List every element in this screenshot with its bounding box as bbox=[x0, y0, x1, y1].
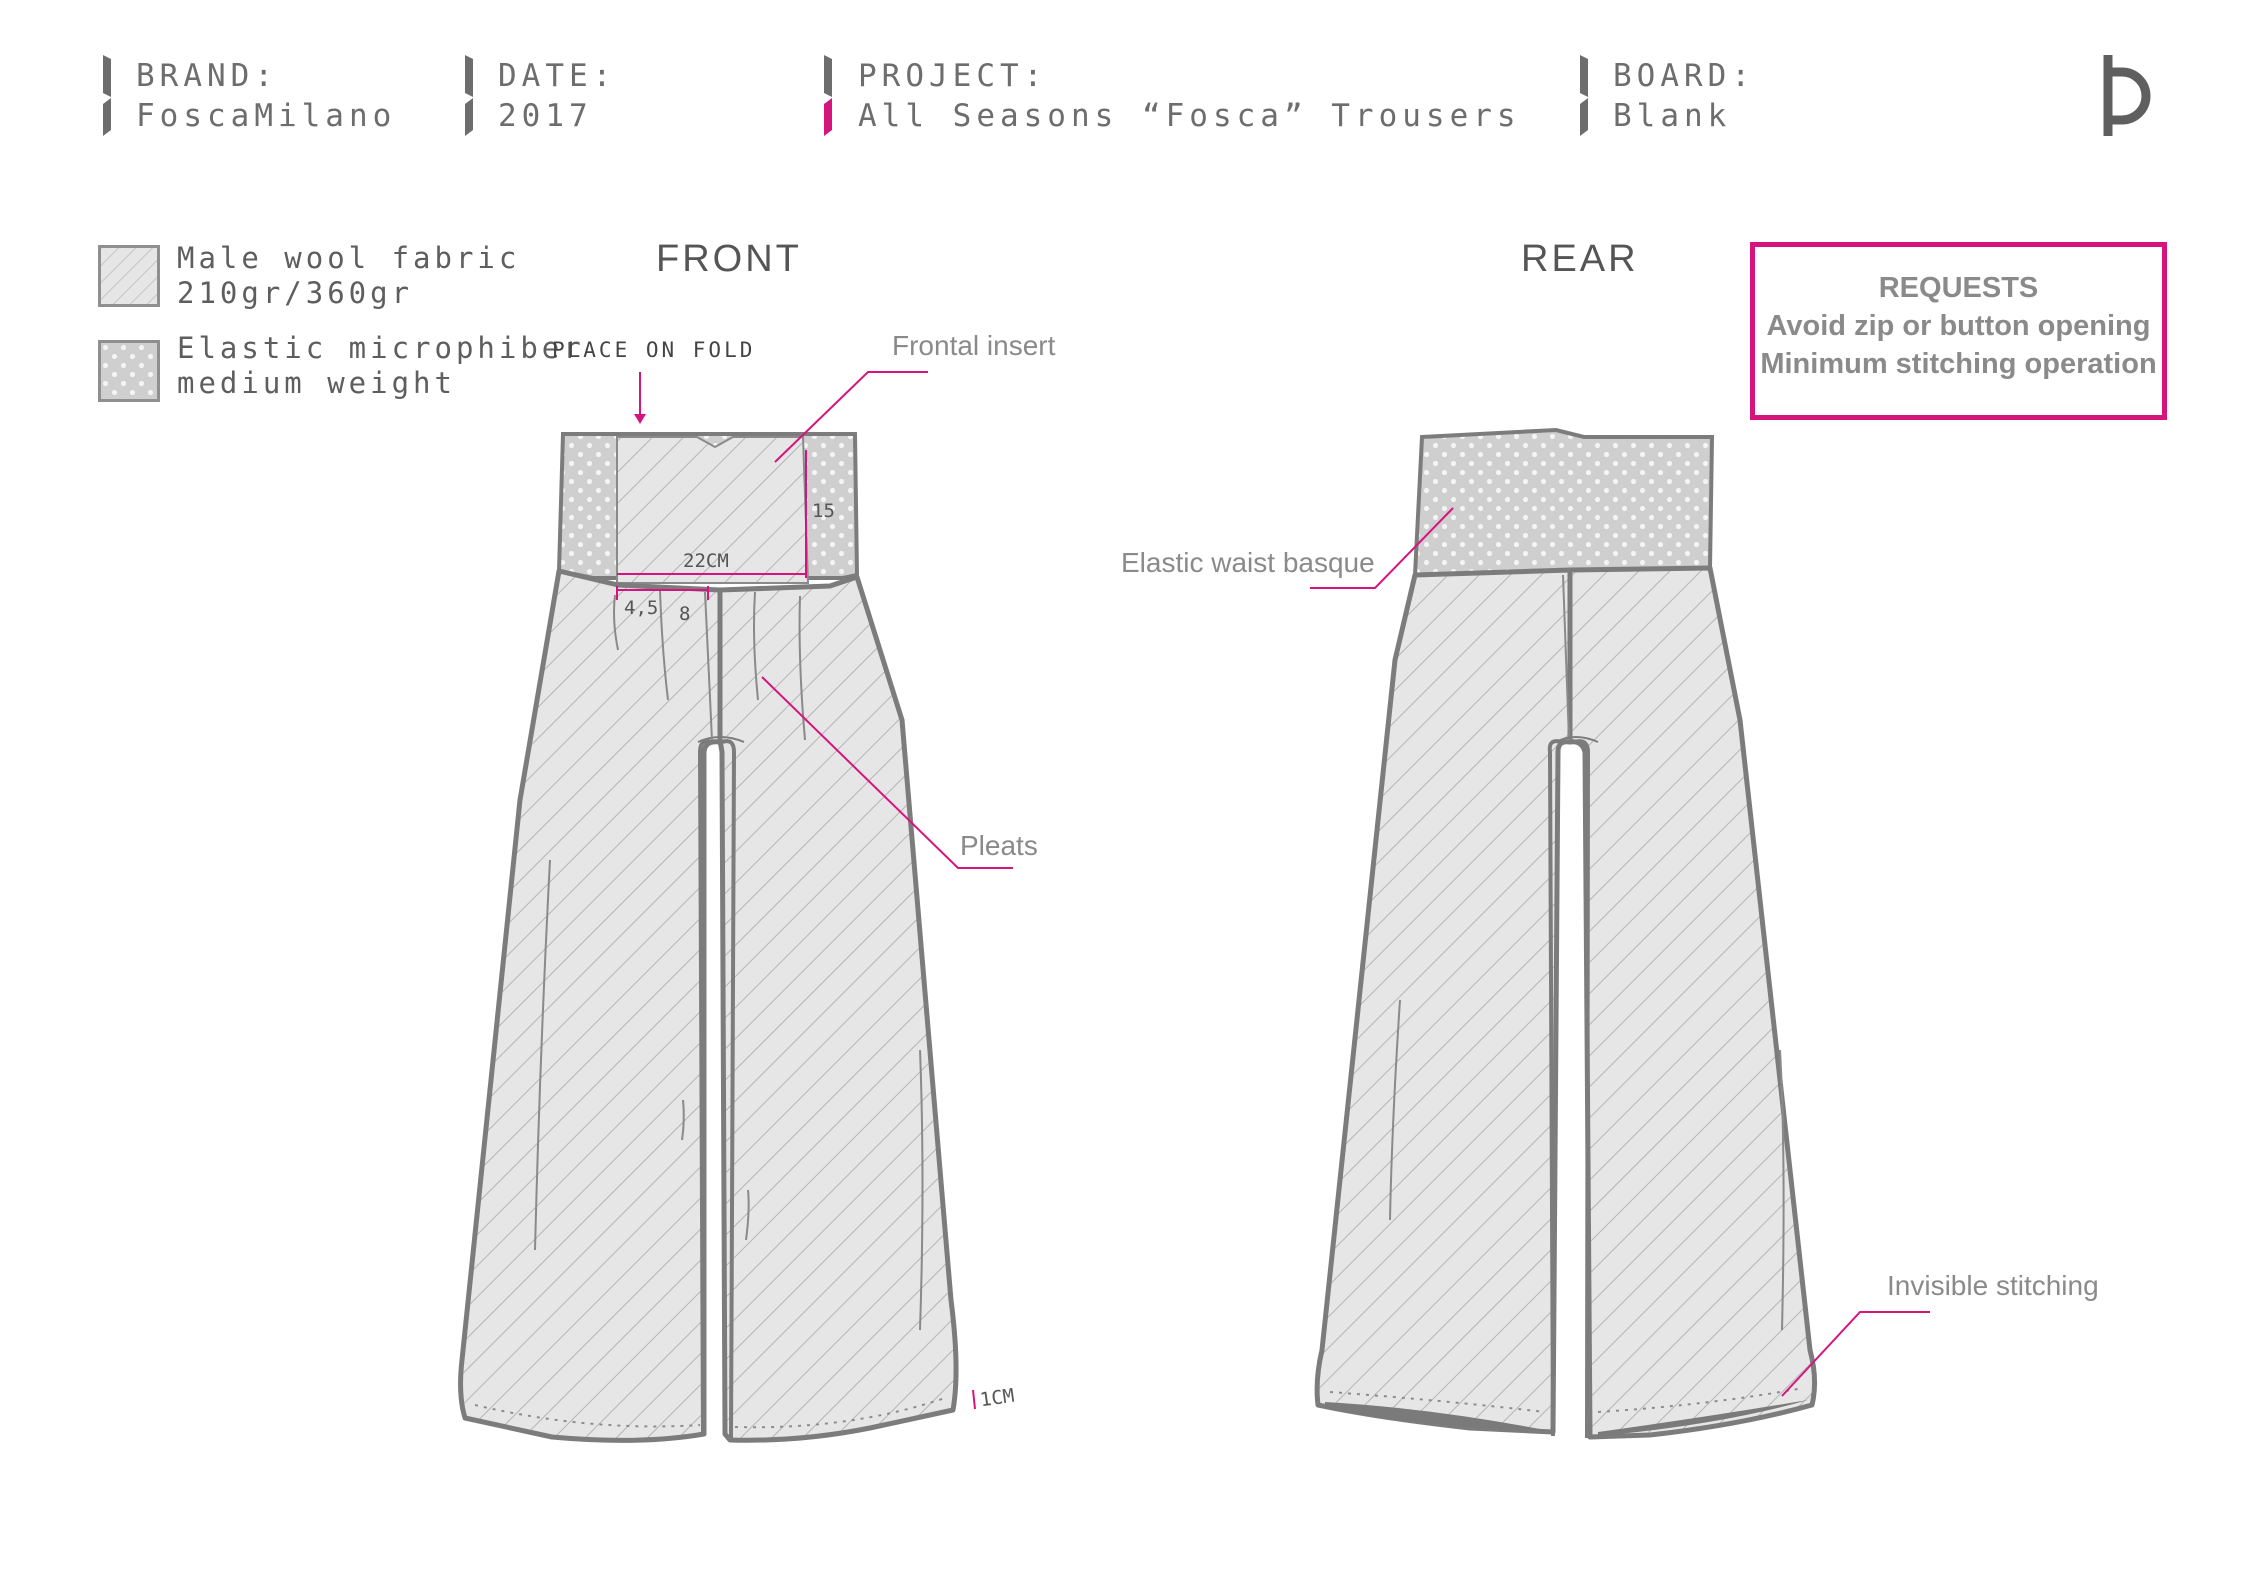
wool-fabric-swatch bbox=[98, 245, 160, 307]
front-trousers bbox=[458, 432, 959, 1443]
rear-left-leg bbox=[1314, 567, 1573, 1435]
header-divider-icon bbox=[103, 55, 1588, 136]
legend-wool-line1: Male wool fabric bbox=[177, 241, 521, 275]
date-label: DATE: bbox=[498, 58, 617, 94]
elastic-waist-basque-label: Elastic waist basque bbox=[1121, 547, 1375, 578]
place-on-fold-label: PLACE ON FOLD bbox=[552, 338, 756, 362]
dim-4-5-label: 4,5 bbox=[624, 597, 659, 619]
legend-wool-line2: 210gr/360gr bbox=[177, 276, 414, 310]
project-label: PROJECT: bbox=[858, 58, 1048, 94]
rear-annotation-lines bbox=[1310, 507, 1930, 1397]
requests-line2: Minimum stitching operation bbox=[1760, 348, 2157, 380]
rear-right-leg bbox=[1567, 565, 1818, 1440]
rear-view-title: REAR bbox=[1521, 238, 1639, 280]
frontal-insert bbox=[616, 436, 810, 584]
requests-title: REQUESTS bbox=[1878, 272, 2039, 304]
front-left-leg bbox=[458, 568, 723, 1443]
rear-trousers bbox=[1314, 427, 1818, 1440]
requests-box: REQUESTS Avoid zip or button opening Min… bbox=[1750, 242, 2167, 420]
brand-label: BRAND: bbox=[136, 58, 278, 94]
pleats-label: Pleats bbox=[960, 830, 1038, 861]
project-value: All Seasons “Fosca” Trousers bbox=[858, 98, 1521, 134]
rear-waistband bbox=[1412, 427, 1715, 578]
invisible-stitching-label: Invisible stitching bbox=[1887, 1270, 2099, 1301]
date-value: 2017 bbox=[498, 98, 593, 134]
requests-line1: Avoid zip or button opening bbox=[1766, 310, 2151, 342]
dim-22cm-label: 22CM bbox=[683, 550, 729, 572]
elastic-fabric-swatch bbox=[98, 340, 160, 402]
front-annotation-lines bbox=[616, 371, 1013, 1410]
brand-value: FoscaMilano bbox=[136, 98, 397, 134]
front-view-title: FRONT bbox=[656, 238, 802, 280]
front-right-leg bbox=[717, 574, 959, 1443]
legend-elastic-line1: Elastic microphiber bbox=[177, 331, 585, 365]
frontal-insert-label: Frontal insert bbox=[892, 330, 1056, 361]
board-value: Blank bbox=[1613, 98, 1732, 134]
board-label: BOARD: bbox=[1613, 58, 1755, 94]
brand-logo-icon bbox=[2103, 55, 2151, 136]
legend-elastic-line2: medium weight bbox=[177, 366, 456, 400]
dim-8-label: 8 bbox=[679, 603, 691, 625]
dim-15-label: 15 bbox=[812, 500, 835, 522]
